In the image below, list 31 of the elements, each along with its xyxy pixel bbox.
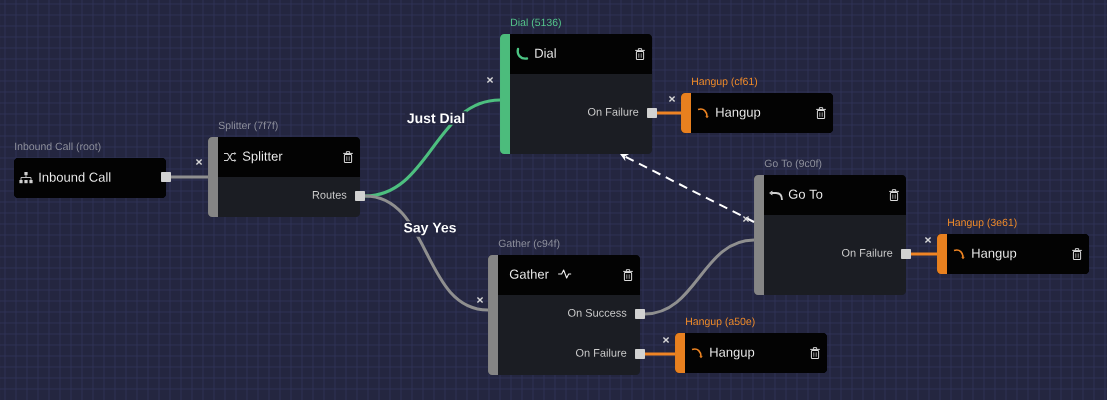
block-label: Gather (c94f) [498,239,560,250]
block-title: Go To [788,189,823,199]
port-label: On Failure [575,348,627,357]
block-title: Hangup [972,248,1017,261]
block-label: Inbound Call (root) [15,142,101,153]
block-title: Gather [509,269,549,279]
block-label: Hangup (a50e) [686,317,755,328]
connector [171,175,208,179]
port-label: On Success [568,309,627,317]
edge-label: Say Yes [402,221,458,237]
block-label: Hangup (3e61) [948,218,1017,229]
block-title: Hangup [716,107,761,120]
block-label: Hangup (cf61) [692,77,758,88]
connector [364,98,501,198]
port-label: Routes [312,191,347,199]
block-title: Inbound Call [39,172,111,182]
connector [645,352,675,356]
edge-label: Just Dial [405,111,467,125]
block-label: Go To (9c0f) [764,159,822,170]
block-title: Splitter [242,151,283,164]
block-title: Dial [535,48,556,58]
port-label: On Failure [587,107,639,116]
connector [644,238,755,316]
port-label: On Failure [841,248,893,257]
connector [364,194,489,312]
block-title: Hangup [710,347,755,360]
block-label: Dial (5136) [511,18,561,29]
connector [657,111,681,115]
connector [911,252,937,256]
block-label: Splitter (7f7f) [218,121,278,132]
connector [620,154,755,223]
